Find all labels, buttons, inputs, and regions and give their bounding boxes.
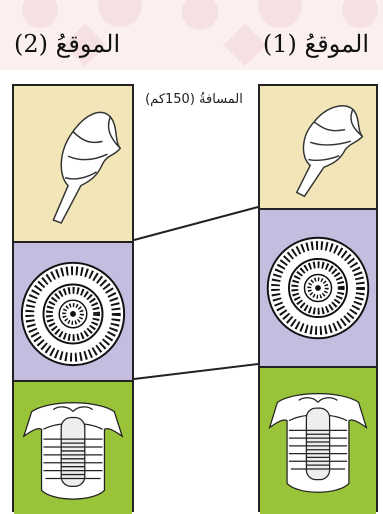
correlation-line-1 bbox=[134, 207, 258, 240]
distance-label: المسافةُ (150كم) bbox=[134, 92, 254, 107]
trilobite-icon bbox=[14, 382, 132, 514]
trilobite-icon bbox=[260, 368, 376, 514]
site-2-layer-ammonite bbox=[14, 241, 132, 380]
site-2-label: الموقعُ (2) bbox=[14, 30, 120, 58]
site-1-column bbox=[258, 84, 378, 512]
shell-icon bbox=[14, 86, 132, 241]
ammonite-icon bbox=[14, 243, 132, 380]
site-2-layer-trilobite bbox=[14, 380, 132, 514]
site-1-layer-trilobite bbox=[260, 366, 376, 514]
site-1-layer-shell bbox=[260, 86, 376, 208]
site-2-layer-shell bbox=[14, 86, 132, 241]
ammonite-icon bbox=[260, 210, 376, 366]
shell-icon bbox=[260, 86, 376, 208]
site-2-column bbox=[12, 84, 134, 512]
site-1-layer-ammonite bbox=[260, 208, 376, 366]
site-1-label: الموقعُ (1) bbox=[263, 30, 369, 58]
correlation-line-2 bbox=[134, 364, 258, 379]
